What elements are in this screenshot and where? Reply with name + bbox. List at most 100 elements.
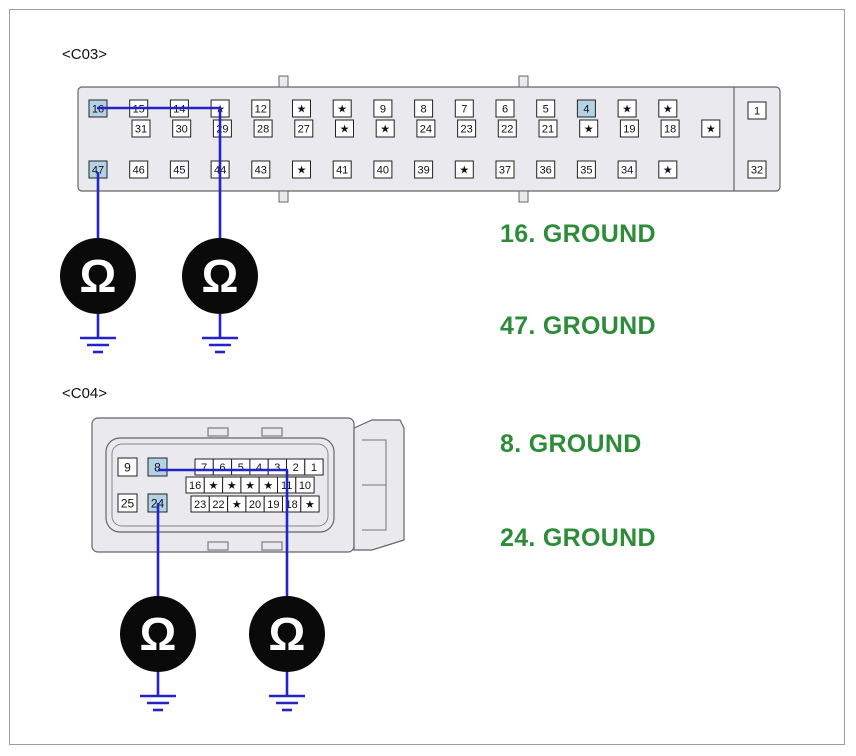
pin-label: 22	[501, 123, 513, 135]
c03-pin-22: 22	[497, 119, 517, 138]
c04-pin-6: 6	[212, 458, 233, 476]
pin-label: 10	[299, 480, 311, 492]
pin-label: 35	[580, 164, 592, 176]
c03-pin-7: 7	[454, 99, 474, 118]
c04-pin-23: 23	[190, 495, 210, 513]
c04-pin-9: 9	[117, 457, 138, 477]
pin-label: ★	[337, 103, 347, 115]
c04-pin-22: 22	[208, 495, 229, 513]
pin-label: 18	[664, 123, 676, 135]
c03-pin-1: 1	[747, 101, 767, 120]
c03-pin-4: 4	[576, 99, 596, 118]
pin-label: ★	[663, 164, 673, 176]
pin-label: ★	[232, 499, 242, 511]
ground-icon	[269, 672, 305, 712]
c04-pin-16: 16	[185, 476, 205, 494]
c03-pin-28: 28	[253, 119, 273, 138]
c03-pin-star: ★	[617, 99, 637, 118]
pin-label: 25	[121, 496, 135, 510]
ground-label-47: 47. GROUND	[500, 312, 656, 340]
c03-pin-37: 37	[495, 160, 515, 179]
c03-pin-34: 34	[617, 160, 637, 179]
c03-pin-23: 23	[457, 119, 477, 138]
pin-label: ★	[380, 123, 390, 135]
c03-pin-35: 35	[576, 160, 596, 179]
pin-label: ★	[706, 123, 716, 135]
c04-pin-3: 3	[267, 458, 288, 476]
c04-pin-18: 18	[282, 495, 302, 513]
pin-label: 4	[583, 103, 589, 115]
c03-pin-star: ★	[658, 160, 678, 179]
c03-pin-39: 39	[414, 160, 434, 179]
pin-label: 43	[255, 164, 267, 176]
diagram-frame	[9, 9, 845, 745]
c04-pin-10: 10	[295, 476, 315, 494]
c04-pin-7: 7	[194, 458, 214, 476]
pin-label: 16	[92, 103, 104, 115]
pin-label: 24	[420, 123, 432, 135]
pin-label: 16	[189, 480, 201, 492]
pin-label: 23	[194, 499, 206, 511]
pin-label: 1	[311, 462, 317, 474]
pin-label: ★	[663, 103, 673, 115]
c03-pin-star: ★	[292, 160, 311, 179]
c04-pin-star: ★	[222, 476, 242, 494]
pin-label: ★	[209, 480, 219, 492]
c03-pin-40: 40	[373, 160, 393, 179]
pin-label: 2	[293, 462, 299, 474]
pin-label: ★	[297, 103, 307, 115]
ohm-meter-icon	[60, 238, 136, 314]
pin-label: 37	[499, 164, 511, 176]
c03-pin-star: ★	[332, 99, 352, 118]
pin-label: 5	[543, 103, 549, 115]
pin-label: 27	[298, 123, 310, 135]
pin-label: 39	[417, 164, 429, 176]
ground-icon	[202, 314, 238, 354]
c03-pin-star: ★	[579, 119, 599, 138]
c03-pin-12: 12	[251, 99, 271, 118]
pin-label: ★	[622, 103, 632, 115]
pin-label: 1	[754, 105, 760, 117]
pin-label: 19	[623, 123, 635, 135]
pin-label: ★	[340, 123, 350, 135]
c03-pin-32: 32	[747, 160, 767, 179]
c04-pin-20: 20	[245, 495, 265, 513]
c03-pin-star: ★	[375, 119, 395, 138]
c03-pin-27: 27	[294, 119, 314, 138]
pin-label: ★	[459, 164, 469, 176]
ground-label-8: 8. GROUND	[500, 430, 642, 458]
c03-pin-46: 46	[129, 160, 149, 179]
pin-label: 40	[377, 164, 389, 176]
ohm-meter-icon	[249, 596, 325, 672]
ground-label-24: 24. GROUND	[500, 524, 656, 552]
pin-label: 18	[286, 499, 298, 511]
pin-label: 47	[92, 164, 104, 176]
c03-pin-9: 9	[373, 99, 393, 118]
pin-label: 15	[133, 103, 145, 115]
c03-pin-star: ★	[454, 160, 474, 179]
c03-pin-43: 43	[251, 160, 271, 179]
c03-pin-5: 5	[536, 99, 556, 118]
pin-label: ★	[245, 480, 255, 492]
pin-label: ★	[263, 480, 273, 492]
pin-label: 6	[219, 462, 225, 474]
ohm-meter-icon	[120, 596, 196, 672]
pin-label: 22	[212, 499, 224, 511]
c03-pin-31: 31	[131, 119, 151, 138]
pin-label: 8	[154, 460, 161, 474]
c04-pin-star: ★	[258, 476, 279, 494]
pin-label: 14	[173, 103, 185, 115]
c04-pin-2: 2	[286, 458, 306, 476]
pin-label: 19	[267, 499, 279, 511]
c04-pin-25: 25	[117, 493, 138, 513]
c03-pin-8: 8	[414, 99, 434, 118]
ohm-symbol: Ω	[140, 608, 177, 660]
c04-pin-1: 1	[304, 458, 324, 476]
pin-label: 36	[540, 164, 552, 176]
c04-pin-star: ★	[203, 476, 224, 494]
ohm-meter-icon	[182, 238, 258, 314]
pin-label: 41	[336, 164, 348, 176]
pin-label: 12	[255, 103, 267, 115]
pin-label: 21	[542, 123, 554, 135]
